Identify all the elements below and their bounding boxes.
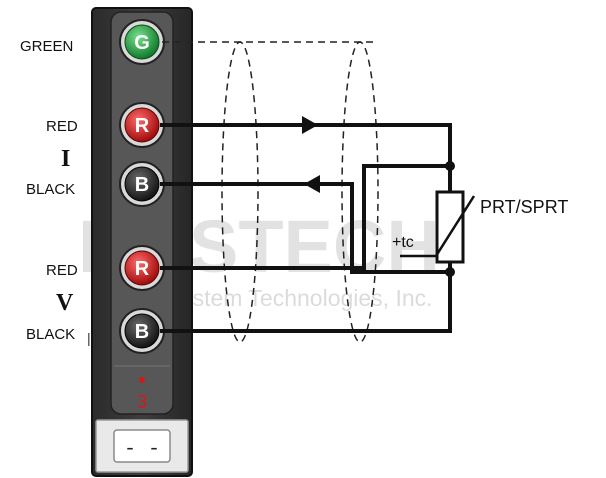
label-red-current: RED bbox=[46, 118, 78, 135]
wire-current-black bbox=[160, 182, 450, 274]
terminal-R-voltage-letter: R bbox=[135, 258, 150, 280]
terminal-R-current-letter: R bbox=[135, 115, 150, 137]
shield-ring-left bbox=[221, 41, 259, 343]
terminal-B-current[interactable]: B bbox=[119, 161, 165, 207]
terminal-B-voltage-letter: B bbox=[135, 321, 149, 343]
arrow-right-icon bbox=[302, 116, 318, 134]
label-current-symbol: I bbox=[61, 146, 70, 172]
wire-current-red bbox=[160, 123, 452, 166]
wires bbox=[160, 123, 452, 333]
label-red-voltage: RED bbox=[46, 262, 78, 279]
junction-top bbox=[445, 161, 455, 171]
connector-pins: - - bbox=[124, 438, 160, 461]
wire-voltage-black bbox=[160, 272, 452, 333]
svg-text:|: | bbox=[87, 330, 91, 346]
terminal-G[interactable]: G bbox=[119, 19, 165, 65]
terminal-R-current[interactable]: R bbox=[119, 102, 165, 148]
label-sensor: PRT/SPRT bbox=[480, 197, 568, 217]
resistor-body bbox=[435, 190, 465, 264]
channel-dot-icon bbox=[139, 377, 145, 383]
terminal-B-voltage[interactable]: B bbox=[119, 308, 165, 354]
arrow-left-icon bbox=[304, 175, 320, 193]
label-tc: +tc bbox=[392, 234, 414, 251]
cable-shield bbox=[162, 41, 379, 343]
thermistor-slash bbox=[434, 195, 476, 257]
wire-voltage-red bbox=[160, 164, 450, 270]
label-green: GREEN bbox=[20, 38, 73, 55]
label-black-current: BLACK bbox=[26, 181, 75, 198]
terminal-R-voltage[interactable]: R bbox=[119, 245, 165, 291]
sensor-prt bbox=[400, 190, 476, 264]
junction-bottom bbox=[445, 267, 455, 277]
channel-number: 3 bbox=[137, 392, 147, 412]
terminal-B-current-letter: B bbox=[135, 174, 149, 196]
terminal-G-screw[interactable] bbox=[124, 24, 160, 60]
terminal-G-letter: G bbox=[134, 32, 150, 54]
shield-ring-right bbox=[341, 41, 379, 343]
label-voltage-symbol: V bbox=[56, 290, 74, 316]
terminal-module: 3 - - bbox=[91, 7, 193, 477]
label-black-voltage: BLACK bbox=[26, 326, 75, 343]
